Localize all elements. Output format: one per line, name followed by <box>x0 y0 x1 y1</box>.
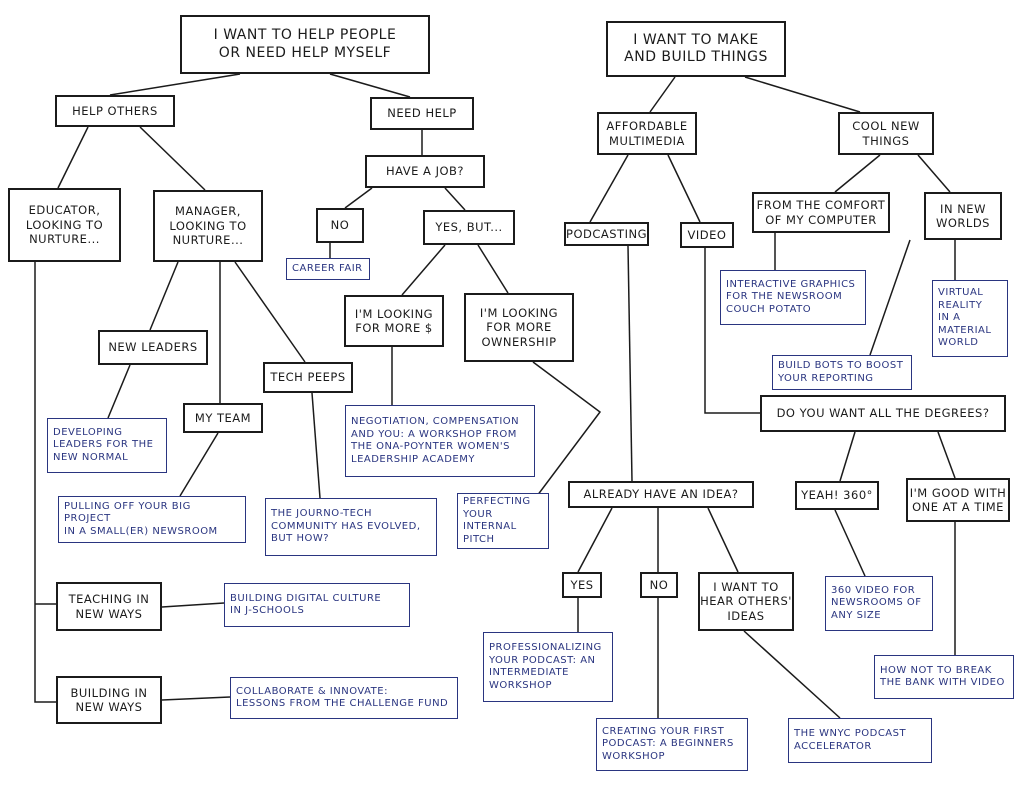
node-all-the-degrees: Do you want all the degrees? <box>760 395 1006 432</box>
connector <box>149 261 179 331</box>
connector <box>707 507 739 573</box>
node-help-people-or-need-help: I want to help people or need help mysel… <box>180 15 430 74</box>
node-cool-new-things: Cool new things <box>838 112 934 155</box>
connector <box>311 392 321 499</box>
node-no-job: No <box>316 208 364 243</box>
connector <box>937 431 956 479</box>
session-career-fair: Career fair <box>286 258 370 280</box>
session-professionalizing-podcast: Professionalizing your podcast: an inter… <box>483 632 613 702</box>
node-looking-for-money: I'm looking for more $ <box>344 295 444 347</box>
session-interactive-graphics: Interactive graphics for the newsroom co… <box>720 270 866 325</box>
session-journo-tech-community: The journo-tech community has evolved, b… <box>265 498 437 556</box>
node-tech-peeps: Tech peeps <box>263 362 353 393</box>
connector <box>161 696 231 701</box>
session-digital-culture: Building digital culture in J-schools <box>224 583 410 627</box>
node-help-others: Help others <box>55 95 175 127</box>
connector <box>839 431 856 482</box>
connector <box>649 76 676 113</box>
session-creating-first-podcast: Creating your first podcast: a beginners… <box>596 718 748 771</box>
node-video: Video <box>680 222 734 248</box>
connector <box>589 154 629 223</box>
node-my-team: My team <box>183 403 263 433</box>
node-have-a-job: Have a job? <box>365 155 485 188</box>
connector <box>344 187 373 209</box>
node-looking-for-ownership: I'm looking for more ownership <box>464 293 574 362</box>
connector <box>109 73 241 96</box>
session-negotiation-compensation: Negotiation, compensation and you: a wor… <box>345 405 535 477</box>
connector <box>57 126 89 189</box>
node-manager: Manager, looking to nurture... <box>153 190 263 262</box>
connector <box>917 154 951 193</box>
node-educator: Educator, looking to nurture... <box>8 188 121 262</box>
connector <box>477 244 509 294</box>
connector <box>744 76 861 113</box>
connector <box>234 261 306 363</box>
connector <box>444 187 466 211</box>
node-from-my-computer: From the comfort of my computer <box>752 192 890 233</box>
node-in-new-worlds: In new worlds <box>924 192 1002 240</box>
node-teaching-new-ways: Teaching in new ways <box>56 582 162 631</box>
connector <box>139 126 206 191</box>
session-virtual-reality: Virtual reality in a material world <box>932 280 1008 357</box>
session-collaborate-innovate: Collaborate & innovate: lessons from the… <box>230 677 458 719</box>
connector <box>869 239 911 356</box>
session-developing-leaders: Developing leaders for the new normal <box>47 418 167 473</box>
node-podcasting: Podcasting <box>564 222 649 246</box>
node-one-at-a-time: I'm good with one at a time <box>906 478 1010 522</box>
connector <box>577 507 613 573</box>
connector <box>834 154 881 193</box>
session-wnyc-podcast-accelerator: The WNYC podcast accelerator <box>788 718 932 763</box>
node-make-and-build: I want to make and build things <box>606 21 786 77</box>
session-pulling-off-big-project: Pulling off your big project in a small(… <box>58 496 246 543</box>
node-building-new-ways: Building in new ways <box>56 676 162 724</box>
session-how-not-to-break-bank: How not to break the bank with video <box>874 655 1014 699</box>
connector <box>329 73 411 98</box>
session-360-video: 360 video for newsrooms of any size <box>825 576 933 631</box>
node-new-leaders: New leaders <box>98 330 208 365</box>
connector <box>401 244 446 296</box>
node-no-idea: No <box>640 572 678 598</box>
connector <box>743 630 841 719</box>
connector <box>704 248 760 414</box>
node-hear-others-ideas: I want to hear others' ideas <box>698 572 794 631</box>
node-yes-but: Yes, but... <box>423 210 515 245</box>
node-affordable-multimedia: Affordable multimedia <box>597 112 697 155</box>
node-yes-idea: Yes <box>562 572 602 598</box>
connector <box>161 602 225 608</box>
connector <box>179 432 219 497</box>
node-yeah-360: Yeah! 360° <box>795 481 879 510</box>
connector <box>107 364 131 419</box>
connector <box>667 154 701 223</box>
node-need-help: Need help <box>370 97 474 130</box>
session-build-bots: Build bots to boost your reporting <box>772 355 912 390</box>
connector <box>627 245 633 482</box>
connector <box>34 262 56 703</box>
session-perfecting-pitch: Perfecting your internal pitch <box>457 493 549 549</box>
node-already-have-idea: Already have an idea? <box>568 481 754 508</box>
connector <box>834 509 866 577</box>
